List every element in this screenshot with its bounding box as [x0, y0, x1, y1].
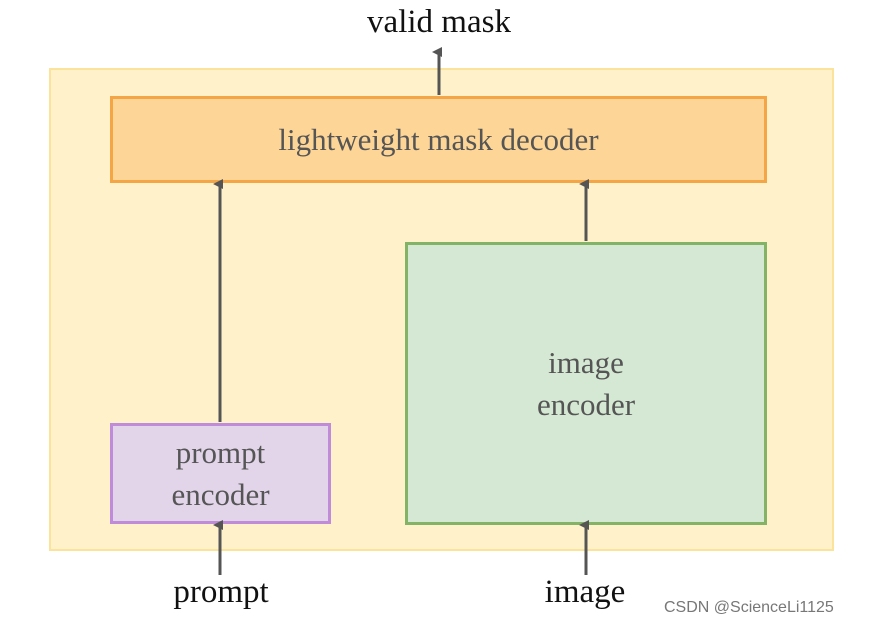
input-image-label: image	[544, 574, 626, 610]
image-encoder-label-line-1: image	[548, 344, 624, 380]
image-encoder-box: image encoder	[405, 242, 767, 525]
csdn-watermark: CSDN @ScienceLi1125	[664, 599, 834, 616]
image-encoder-label-line-2: encoder	[536, 386, 636, 422]
prompt-encoder-box: prompt encoder	[110, 423, 331, 524]
prompt-encoder-label-line-2: encoder	[171, 476, 270, 512]
mask-decoder-label: lightweight mask decoder	[278, 121, 599, 157]
prompt-encoder-label-line-1: prompt	[175, 434, 266, 470]
input-prompt-label: prompt	[173, 574, 269, 610]
output-valid-mask-label: valid mask	[367, 4, 511, 40]
mask-decoder-box: lightweight mask decoder	[110, 96, 767, 183]
